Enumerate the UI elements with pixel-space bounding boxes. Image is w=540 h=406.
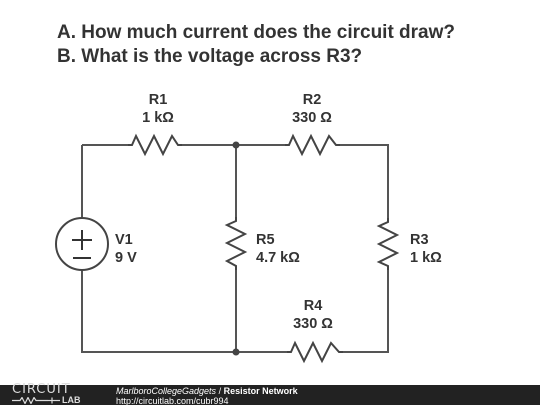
junction-top	[232, 141, 240, 149]
r4-value: 330 Ω	[293, 316, 333, 332]
question-b: B. What is the voltage across R3?	[57, 46, 363, 67]
circuitlab-logo-lab: LAB	[62, 395, 81, 405]
resistor-r1	[128, 133, 182, 157]
circuitlab-logo-text: CIRCUIT	[12, 382, 71, 397]
footer-credit: MarlboroCollegeGadgets / Resistor Networ…	[116, 386, 298, 396]
circuit-schematic	[55, 133, 400, 364]
r2-value: 330 Ω	[292, 110, 332, 126]
r5-value: 4.7 kΩ	[256, 250, 300, 266]
r3-name: R3	[410, 232, 429, 248]
voltage-source-v1	[55, 217, 109, 271]
resistor-r2	[285, 133, 340, 157]
junction-bottom	[232, 348, 240, 356]
resistor-r3	[376, 218, 400, 270]
r1-name: R1	[148, 92, 168, 108]
footer-url[interactable]: http://circuitlab.com/cubr994	[116, 396, 229, 406]
r4-name: R4	[303, 298, 323, 314]
v1-value: 9 V	[115, 250, 137, 266]
r3-value: 1 kΩ	[410, 250, 442, 266]
r2-name: R2	[302, 92, 322, 108]
footer-author[interactable]: MarlboroCollegeGadgets	[116, 386, 217, 396]
wires	[81, 144, 389, 353]
logo-resistor-icon	[12, 397, 60, 404]
resistor-r5	[224, 217, 248, 270]
footer-title[interactable]: Resistor Network	[223, 386, 298, 396]
r1-value: 1 kΩ	[142, 110, 174, 126]
v1-name: V1	[115, 232, 133, 248]
footer-bar: CIRCUIT LAB MarlboroCollegeGadgets / Res…	[0, 382, 540, 406]
resistor-r4	[287, 340, 343, 364]
r5-name: R5	[256, 232, 275, 248]
footer-separator: /	[216, 386, 224, 396]
question-a: A. How much current does the circuit dra…	[57, 22, 456, 43]
